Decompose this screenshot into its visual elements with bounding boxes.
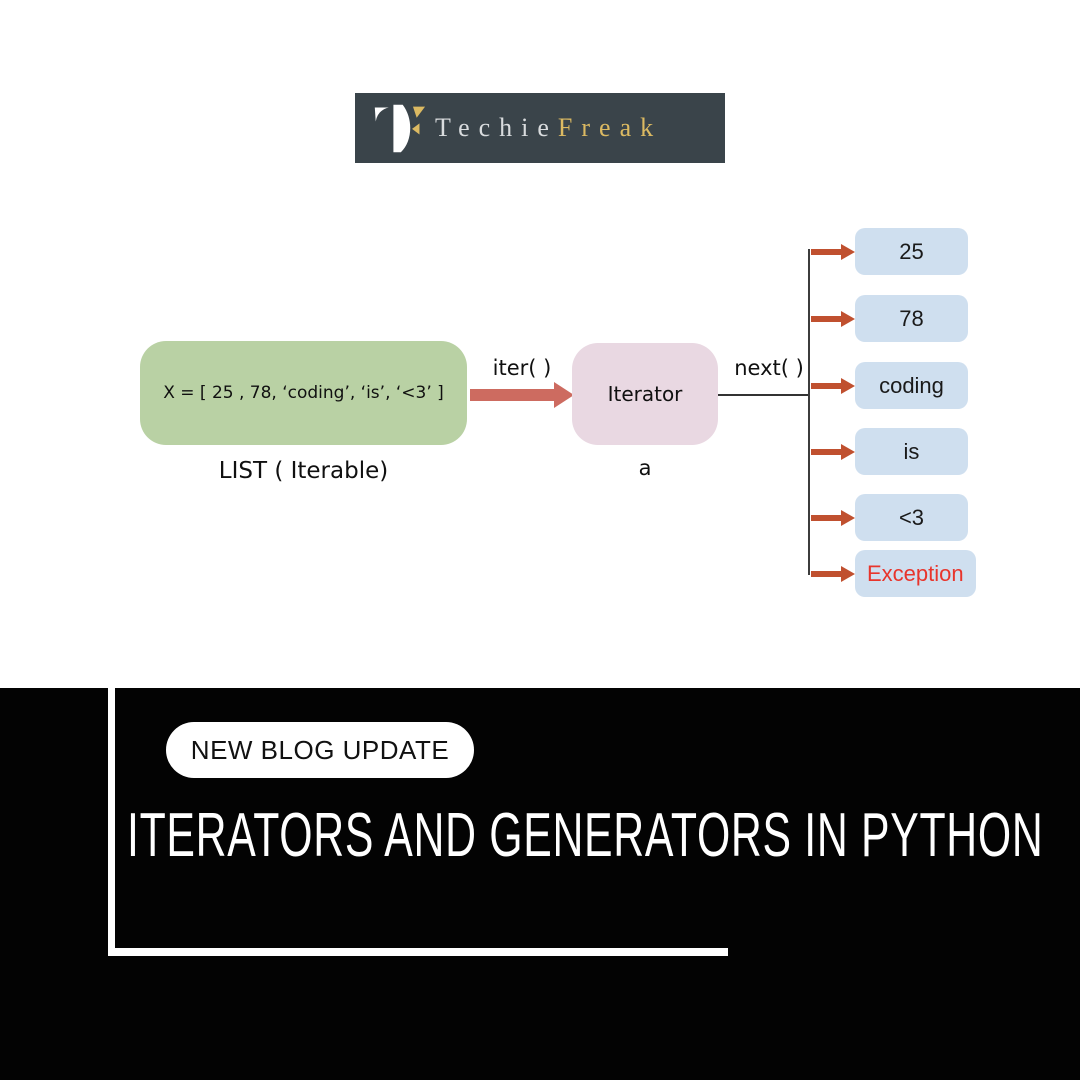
iter-arrow-icon	[470, 382, 574, 408]
output-value-box: <3	[855, 494, 968, 541]
output-row-heart: <3	[811, 494, 968, 541]
output-row-is: is	[811, 428, 968, 475]
output-value-box: is	[855, 428, 968, 475]
techiefreak-logo-icon	[374, 104, 426, 153]
output-row-coding: coding	[811, 362, 968, 409]
iter-function-label: iter( )	[492, 356, 552, 380]
output-value-box: 78	[855, 295, 968, 342]
frame-vertical-line	[108, 688, 115, 956]
iterable-list-box: X = [ 25 , 78, ‘coding’, ‘is’, ‘<3’ ]	[140, 341, 467, 445]
arrow-right-icon	[811, 565, 855, 582]
frame-horizontal-line	[108, 948, 728, 956]
arrow-right-icon	[811, 377, 855, 394]
brand-name-first: Techie	[435, 113, 558, 142]
arrow-right-icon	[811, 443, 855, 460]
arrow-right-icon	[811, 243, 855, 260]
iterator-variable-label: a	[638, 456, 652, 480]
iterable-list-label: LIST ( Iterable)	[218, 458, 389, 484]
output-row-25: 25	[811, 228, 968, 275]
output-value-box: 25	[855, 228, 968, 275]
blog-title: ITERATORS AND GENERATORS IN PYTHON	[127, 801, 1044, 870]
exception-box: Exception	[855, 550, 976, 597]
arrow-right-icon	[811, 509, 855, 526]
next-function-label: next( )	[734, 356, 804, 380]
brand-name-second: Freak	[557, 113, 663, 142]
brand-banner: Techie Freak	[355, 93, 725, 163]
announcement-section: NEW BLOG UPDATE ITERATORS AND GENERATORS…	[0, 688, 1080, 1080]
output-value-box: coding	[855, 362, 968, 409]
arrow-right-icon	[811, 310, 855, 327]
new-blog-badge: NEW BLOG UPDATE	[166, 722, 474, 778]
iterator-box: Iterator	[572, 343, 718, 445]
output-row-exception: Exception	[811, 550, 976, 597]
output-row-78: 78	[811, 295, 968, 342]
branch-vertical-line	[808, 249, 810, 575]
iterator-connector-line	[718, 394, 810, 396]
